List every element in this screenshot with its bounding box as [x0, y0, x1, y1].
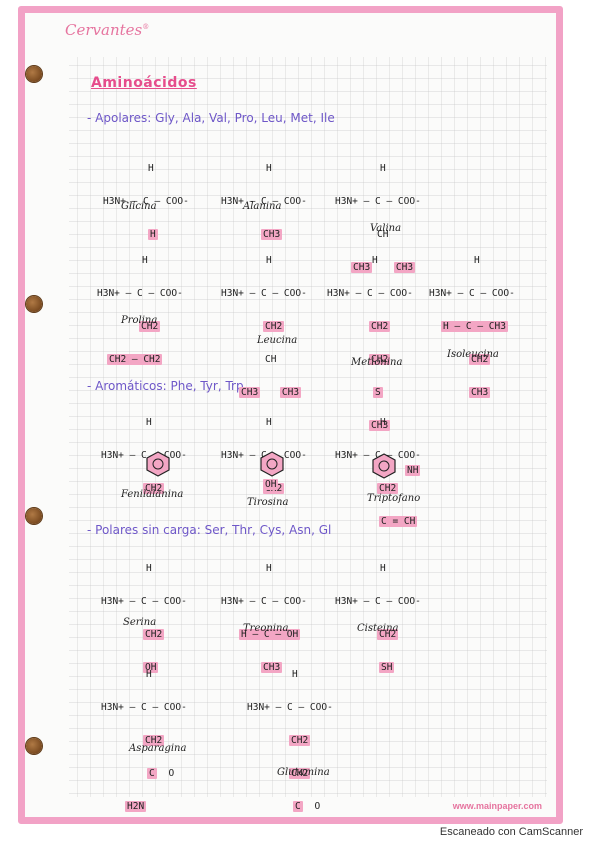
page-title: Aminoácidos	[91, 75, 197, 91]
serina-label: Serina	[123, 617, 157, 628]
prolina-structure: H H3N+ – C – COO- CH2 CH2 – CH2	[97, 255, 183, 365]
scanner-watermark: Escaneado con CamScanner	[439, 826, 583, 838]
alanina-label: Alanina	[243, 201, 282, 212]
isoleucina-structure: H H3N+ – C – COO- H – C – CH3 CH2 CH3	[429, 255, 515, 398]
grid-paper	[69, 57, 547, 797]
valina-label: Valina	[370, 223, 402, 234]
cisteina-label: Cisteina	[357, 623, 399, 634]
binder-hole	[26, 738, 42, 754]
glutamina-label: Glutamina	[277, 767, 330, 778]
treonina-structure: H H3N+ – C – COO- H – C – OH CH3	[221, 563, 307, 673]
serina-structure: H H3N+ – C – COO- CH2 OH	[101, 563, 187, 673]
asparagina-structure: H H3N+ – C – COO- CH2 C O H2N	[101, 669, 187, 812]
benzene-ring-fenilalanina	[146, 451, 170, 477]
section-polares: - Polares sin carga: Ser, Thr, Cys, Asn,…	[87, 523, 332, 537]
notebook-page: Cervantes® Aminoácidos - Apolares: Gly, …	[18, 6, 563, 824]
binder-hole	[26, 66, 42, 82]
binder-hole	[26, 296, 42, 312]
glicina-label: Glicina	[121, 201, 157, 212]
tirosina-label: Tirosina	[247, 497, 289, 508]
section-aromaticos: - Aromáticos: Phe, Tyr, Trp	[87, 379, 244, 393]
valina-structure: H H3N+ – C – COO- CH CH3 CH3	[335, 163, 421, 273]
tirosina-oh: OH	[263, 479, 279, 490]
triptofano-label: Triptofano	[367, 493, 421, 504]
metionina-label: Metionina	[351, 357, 403, 368]
binder-hole	[26, 508, 42, 524]
benzene-ring-tirosina	[260, 451, 284, 477]
leucina-label: Leucina	[257, 335, 298, 346]
glicina-structure: H H3N+ – C – COO- H	[103, 163, 189, 240]
leucina-structure: H H3N+ – C – COO- CH2 CH CH3 CH3	[221, 255, 307, 398]
alanina-structure: H H3N+ – C – COO- CH3	[221, 163, 307, 240]
section-apolares: - Apolares: Gly, Ala, Val, Pro, Leu, Met…	[87, 111, 335, 125]
isoleucina-label: Isoleucina	[447, 349, 499, 360]
metionina-structure: H H3N+ – C – COO- CH2 CH2 S CH3	[327, 255, 413, 431]
footer-url: www.mainpaper.com	[452, 801, 542, 811]
fenilalanina-label: Fenilalanina	[121, 489, 184, 500]
triptofano-structure: H H3N+ – C – COO- CH2 C = CH	[335, 417, 421, 527]
asparagina-label: Asparagina	[129, 743, 187, 754]
brand-logo: Cervantes®	[65, 21, 150, 39]
indole-ring-triptofano	[372, 453, 396, 479]
triptofano-nh: NH	[405, 465, 421, 476]
glutamina-structure: H H3N+ – C – COO- CH2 CH2 C O H2N	[247, 647, 333, 817]
prolina-label: Prolina	[121, 315, 158, 326]
cisteina-structure: H H3N+ – C – COO- CH2 SH	[335, 563, 421, 673]
treonina-label: Treonina	[243, 623, 289, 634]
